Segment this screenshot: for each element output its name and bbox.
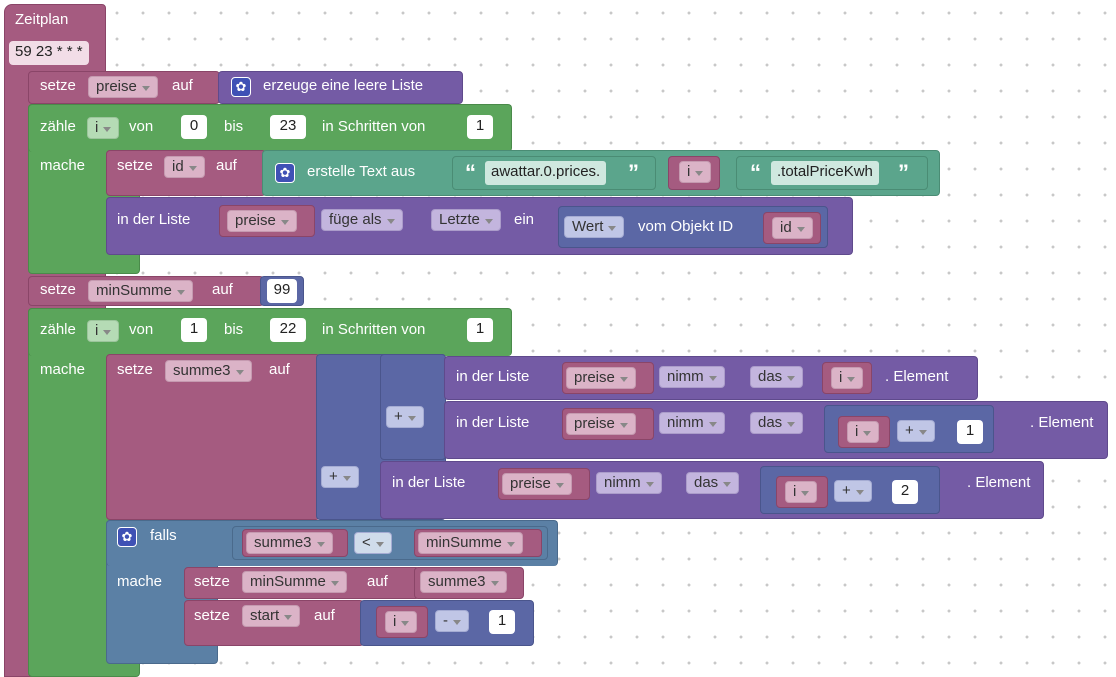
- list-where-dropdown[interactable]: Letzte: [431, 209, 501, 231]
- var-dropdown-minsumme[interactable]: minSumme: [418, 532, 523, 554]
- number-value[interactable]: 2: [892, 480, 918, 504]
- loop-step[interactable]: 1: [467, 115, 493, 139]
- gear-icon[interactable]: ✿: [275, 163, 295, 183]
- close-quote-icon: ”: [898, 160, 909, 185]
- loop-var-dropdown[interactable]: i: [87, 320, 120, 342]
- auf-label: auf: [314, 607, 335, 624]
- var-dropdown-summe3[interactable]: summe3: [165, 360, 252, 382]
- step-label: in Schritten von: [322, 118, 426, 135]
- var-dropdown-preise[interactable]: preise: [566, 367, 636, 389]
- in-der-liste-label: in der Liste: [456, 414, 530, 431]
- mache-label: mache: [117, 573, 163, 590]
- auf-label: auf: [172, 77, 193, 94]
- add-op-dropdown[interactable]: +: [834, 480, 872, 502]
- bis-label: bis: [224, 118, 244, 135]
- number-value[interactable]: 1: [957, 420, 983, 444]
- var-dropdown-i[interactable]: i: [831, 367, 864, 389]
- var-dropdown-i[interactable]: i: [847, 421, 880, 443]
- von-label: von: [129, 118, 154, 135]
- property-dropdown[interactable]: Wert: [564, 216, 625, 238]
- add-op-dropdown[interactable]: +: [386, 406, 424, 428]
- var-dropdown-id[interactable]: id: [164, 156, 205, 178]
- element-label: . Element: [1030, 414, 1094, 431]
- auf-label: auf: [212, 281, 233, 298]
- create-empty-list-block[interactable]: [218, 71, 463, 104]
- loop-var-dropdown[interactable]: i: [87, 117, 120, 139]
- add-op-dropdown[interactable]: +: [321, 466, 359, 488]
- in-der-liste-label: in der Liste: [392, 474, 466, 491]
- list-mode-dropdown[interactable]: füge als: [321, 209, 403, 231]
- element-label: . Element: [885, 368, 949, 385]
- var-dropdown-summe3[interactable]: summe3: [246, 532, 333, 554]
- close-quote-icon: ”: [628, 160, 639, 185]
- setze-label: setze: [117, 361, 153, 378]
- var-dropdown-i[interactable]: i: [679, 161, 712, 183]
- create-list-label: erzeuge eine leere Liste: [263, 77, 424, 94]
- var-dropdown-id[interactable]: id: [772, 217, 813, 239]
- cron-field[interactable]: 59 23 * * *: [9, 41, 89, 65]
- ein-label: ein: [514, 211, 535, 228]
- loop-from[interactable]: 1: [181, 318, 207, 342]
- var-dropdown-i[interactable]: i: [785, 481, 818, 503]
- var-dropdown-preise[interactable]: preise: [502, 473, 572, 495]
- string-value[interactable]: .totalPriceKwh: [771, 161, 879, 185]
- var-dropdown-minsumme[interactable]: minSumme: [242, 571, 347, 593]
- setze-label: setze: [40, 281, 76, 298]
- step-label: in Schritten von: [322, 321, 426, 338]
- var-dropdown-preise[interactable]: preise: [566, 413, 636, 435]
- element-label: . Element: [967, 474, 1031, 491]
- loop-to[interactable]: 22: [270, 318, 306, 342]
- list-das-dropdown[interactable]: das: [750, 366, 804, 388]
- auf-label: auf: [216, 157, 237, 174]
- falls-label: falls: [150, 527, 177, 544]
- mache-label: mache: [40, 361, 86, 378]
- add-op-dropdown[interactable]: +: [897, 420, 935, 442]
- list-op-dropdown[interactable]: nimm: [659, 366, 725, 388]
- var-dropdown-summe3[interactable]: summe3: [420, 571, 507, 593]
- var-dropdown-start[interactable]: start: [242, 605, 301, 627]
- mache-label: mache: [40, 157, 86, 174]
- loop-from[interactable]: 0: [181, 115, 207, 139]
- setze-label: setze: [194, 607, 230, 624]
- von-label: von: [129, 321, 154, 338]
- var-dropdown-preise[interactable]: preise: [227, 210, 297, 232]
- in-der-liste-label: in der Liste: [456, 368, 530, 385]
- loop-to[interactable]: 23: [270, 115, 306, 139]
- number-value[interactable]: 1: [489, 610, 515, 634]
- vom-objekt-label: vom Objekt ID: [638, 218, 734, 235]
- open-quote-icon: “: [465, 160, 476, 185]
- list-op-dropdown[interactable]: nimm: [596, 472, 662, 494]
- var-dropdown-minsumme[interactable]: minSumme: [88, 280, 193, 302]
- var-dropdown-preise[interactable]: preise: [88, 76, 158, 98]
- setze-label: setze: [40, 77, 76, 94]
- in-der-liste-label: in der Liste: [117, 211, 191, 228]
- zaehle-label: zähle: [40, 321, 76, 338]
- list-das-dropdown[interactable]: das: [686, 472, 740, 494]
- open-quote-icon: “: [750, 160, 761, 185]
- number-value[interactable]: 99: [267, 279, 297, 303]
- subtract-op-dropdown[interactable]: -: [435, 610, 469, 632]
- gear-icon[interactable]: ✿: [231, 77, 251, 97]
- list-das-dropdown[interactable]: das: [750, 412, 804, 434]
- loop-step[interactable]: 1: [467, 318, 493, 342]
- auf-label: auf: [367, 573, 388, 590]
- zaehle-label: zähle: [40, 118, 76, 135]
- compare-op-dropdown[interactable]: <: [354, 532, 392, 554]
- setze-label: setze: [194, 573, 230, 590]
- setze-label: setze: [117, 157, 153, 174]
- bis-label: bis: [224, 321, 244, 338]
- gear-icon[interactable]: ✿: [117, 527, 137, 547]
- string-value[interactable]: awattar.0.prices.: [485, 161, 607, 185]
- list-op-dropdown[interactable]: nimm: [659, 412, 725, 434]
- text-join-label: erstelle Text aus: [307, 163, 416, 180]
- schedule-title: Zeitplan: [15, 11, 69, 28]
- auf-label: auf: [269, 361, 290, 378]
- var-dropdown-i[interactable]: i: [385, 611, 418, 633]
